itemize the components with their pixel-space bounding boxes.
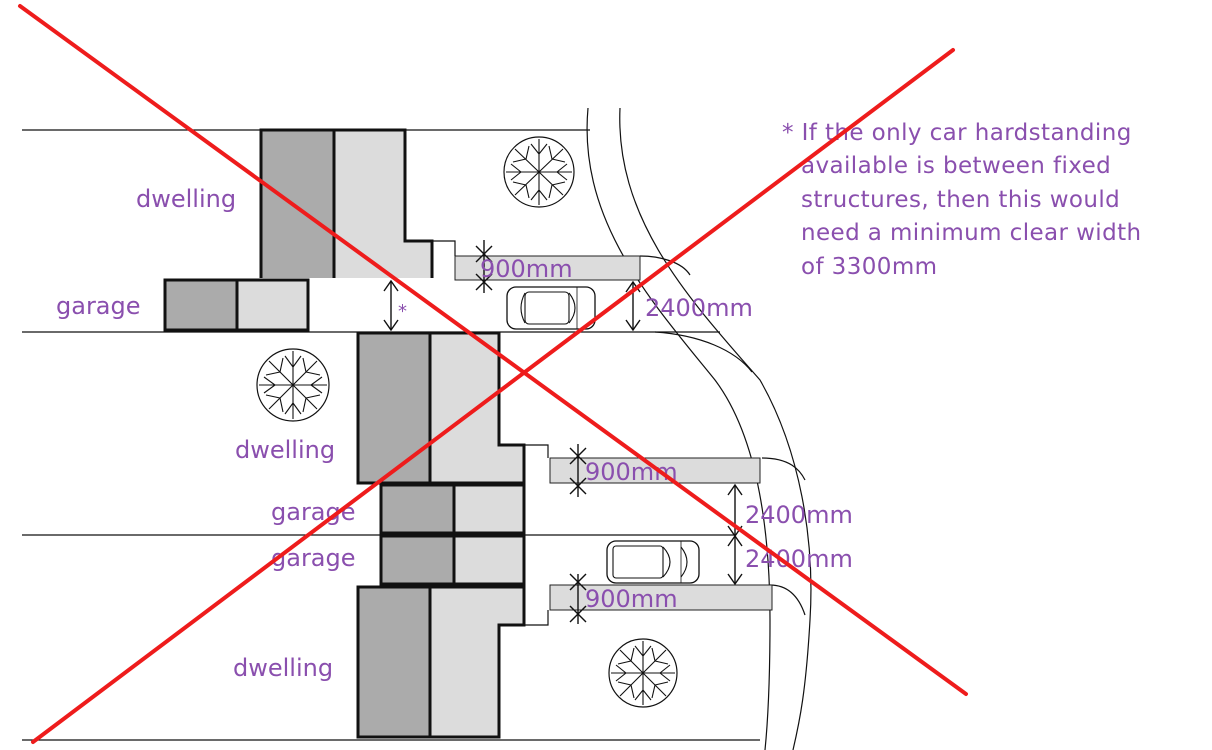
road-edge-outer <box>619 107 812 750</box>
label-dwelling-mid: dwelling <box>235 436 335 464</box>
footpath-strip-bottom <box>549 584 773 611</box>
tree-icon <box>503 136 575 208</box>
dwelling-top-dark <box>261 130 334 278</box>
road-edge-inner <box>586 107 771 750</box>
dimension-tick <box>569 447 587 465</box>
kerb-curve <box>654 331 753 373</box>
dimension-tick <box>475 273 493 291</box>
note-line-1: * If the only car hardstanding <box>782 120 1132 146</box>
tree-icon <box>256 348 330 422</box>
note-text: * If the only car hardstanding available… <box>782 120 1142 280</box>
dimension-path-bottom: 900mm <box>585 585 678 613</box>
fence-line <box>524 444 549 458</box>
fence-line <box>524 610 549 626</box>
dimension-tick <box>569 573 587 591</box>
label-garage-mid-1: garage <box>271 498 356 526</box>
rejection-cross <box>18 4 968 744</box>
garage-mid-1-light <box>454 485 524 533</box>
dimension-tick <box>569 477 587 495</box>
garage-mid-2-light <box>454 536 524 584</box>
garage-top-dark <box>165 280 237 330</box>
garage-mid-2-dark <box>381 536 454 584</box>
road-edges <box>586 107 812 750</box>
label-asterisk: * <box>398 301 407 322</box>
note-line-5: of 3300mm <box>801 254 937 280</box>
kerb-curve <box>769 584 806 616</box>
dimension-tick <box>569 605 587 623</box>
dimension-path-top: 900mm <box>480 255 573 283</box>
label-garage-mid-2: garage <box>271 544 356 572</box>
footpath-strip-top <box>454 255 641 281</box>
fence-line <box>432 240 456 256</box>
car-icon <box>506 286 596 330</box>
dwelling-top-light <box>334 130 432 278</box>
dimension-drive-mid-1: 2400mm <box>745 501 853 529</box>
kerb-curve <box>639 255 691 276</box>
label-garage-top: garage <box>56 292 141 320</box>
dwelling-bottom-light <box>430 587 524 737</box>
dwelling-top-outline <box>259 128 434 278</box>
fence-lines <box>432 240 549 626</box>
kerb-curve <box>761 457 806 481</box>
note-line-3: structures, then this would <box>801 187 1120 213</box>
garage-top-light <box>237 280 308 330</box>
car-icon <box>606 540 700 584</box>
cross-line <box>18 4 968 696</box>
footpath-strips <box>454 255 773 611</box>
dimension-marks <box>383 240 743 624</box>
dimension-arrow <box>625 319 641 332</box>
cross-line <box>31 48 955 744</box>
dimension-drive-top: 2400mm <box>645 294 753 322</box>
label-dwelling-top: dwelling <box>136 185 236 213</box>
dwelling-bottom-dark <box>358 587 430 737</box>
dimension-tick <box>475 245 493 263</box>
buildings <box>163 128 526 739</box>
dimension-arrow <box>383 319 399 332</box>
dimension-arrow <box>727 573 743 586</box>
dimension-arrow <box>727 534 743 547</box>
dwelling-mid-dark <box>358 333 430 483</box>
dimension-drive-mid-2: 2400mm <box>745 545 853 573</box>
note-line-2: available is between fixed <box>801 153 1111 179</box>
note-line-4: need a minimum clear width <box>801 220 1142 246</box>
dimension-arrow <box>727 483 743 496</box>
label-dwelling-bottom: dwelling <box>233 654 333 682</box>
tree-icon <box>608 638 678 708</box>
dwelling-bottom-outline <box>356 585 526 739</box>
garage-mid-1-dark <box>381 485 454 533</box>
dimension-arrow <box>383 279 399 292</box>
